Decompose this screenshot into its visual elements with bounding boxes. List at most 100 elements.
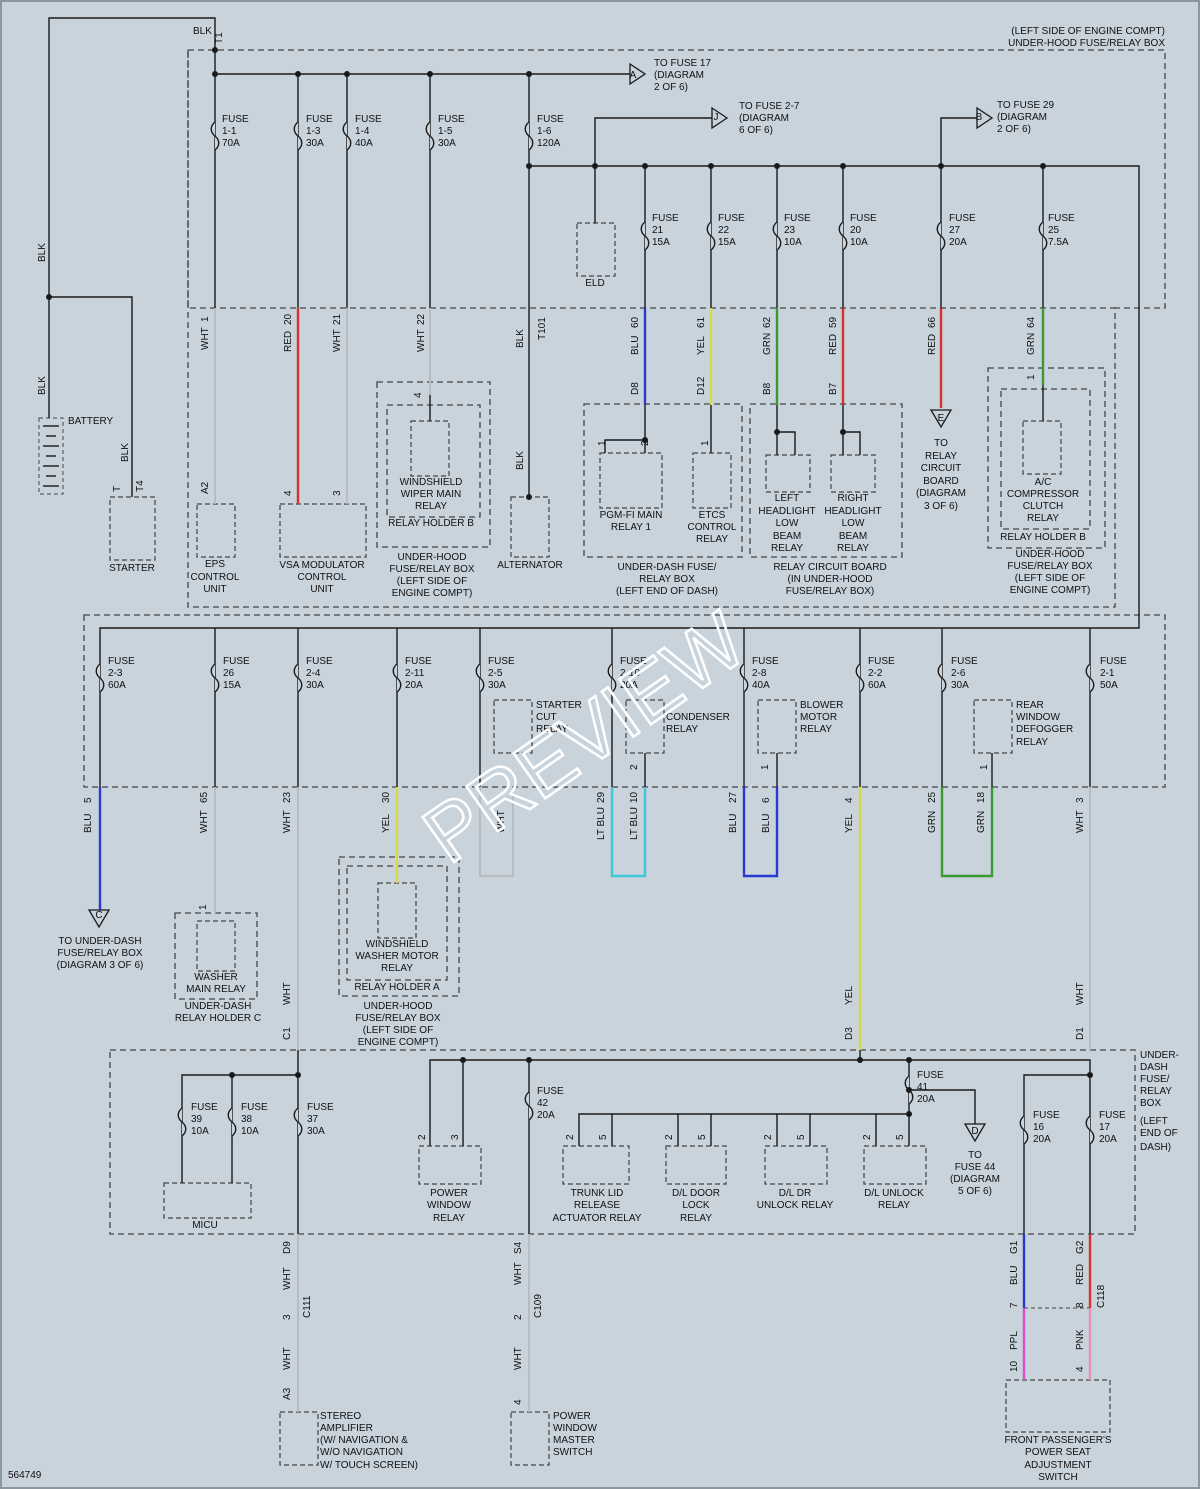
diagram-label: 27: [728, 791, 739, 803]
diagram-label: B: [976, 112, 983, 123]
diagram-label: 20: [850, 225, 862, 236]
diagram-label: FUSE: [241, 1102, 268, 1113]
diagram-label: 25: [1048, 225, 1060, 236]
diagram-label: PPL: [1009, 1331, 1020, 1350]
diagram-label: YEL: [696, 336, 707, 355]
diagram-label: 1: [979, 764, 990, 770]
offpage-connectors: [87, 62, 994, 1143]
diagram-label: WASHER MOTOR: [355, 951, 438, 962]
diagram-label: FUSE: [306, 114, 333, 125]
diagram-label: TO FUSE 29: [997, 100, 1054, 111]
diagram-label: WASHER: [194, 972, 238, 983]
diagram-label: GRN: [927, 811, 938, 833]
diagram-label: 8: [1075, 1302, 1086, 1308]
diagram-label: UNDER-DASH FUSE/: [618, 562, 717, 573]
box-outlines: [83, 49, 1166, 1235]
diagram-label: RELAY 1: [611, 522, 652, 533]
diagram-label: WHT: [513, 1347, 524, 1370]
diagram-label: B8: [762, 382, 773, 395]
diagram-label: 1: [198, 904, 209, 910]
diagram-label: BLU: [761, 814, 772, 833]
diagram-label: RELAY: [771, 543, 803, 554]
diagram-label: FUSE: [951, 656, 978, 667]
diagram-label: RELAY: [878, 1200, 910, 1211]
diagram-label: SWITCH: [1038, 1472, 1077, 1483]
diagram-label: WINDOW: [427, 1200, 471, 1211]
diagram-label: 60: [630, 316, 641, 328]
diagram-label: 22: [718, 225, 730, 236]
diagram-label: CONTROL: [688, 522, 737, 533]
diagram-label: 30A: [488, 680, 506, 691]
diagram-label: 60A: [108, 680, 126, 691]
diagram-label: FUSE: [868, 656, 895, 667]
components: [109, 222, 1111, 1466]
diagram-label: 2 OF 6): [997, 124, 1031, 135]
diagram-label: BLK: [193, 26, 212, 37]
diagram-label: ENGINE COMPT): [358, 1037, 439, 1048]
diagram-label: FUSE/: [1140, 1074, 1170, 1085]
diagram-label: MICU: [192, 1220, 218, 1231]
diagram-label: FUSE: [1033, 1110, 1060, 1121]
diagram-label: LOW: [776, 518, 799, 529]
diagram-label: FUSE/RELAY BOX: [355, 1013, 441, 1024]
diagram-label: T1: [214, 32, 225, 44]
diagram-label: FUSE: [752, 656, 779, 667]
diagram-label: FUSE: [108, 656, 135, 667]
diagram-label: (DIAGRAM: [916, 488, 966, 499]
diagram-label: T101: [537, 317, 548, 340]
diagram-label: D3: [844, 1027, 855, 1040]
diagram-label: (DIAGRAM 3 OF 6): [57, 960, 144, 971]
diagram-label: 23: [282, 791, 293, 803]
junction-dots: [46, 47, 1093, 1117]
diagram-label: 1: [1026, 374, 1037, 380]
diagram-label: A3: [282, 1387, 293, 1400]
diagram-label: FUSE: [949, 213, 976, 224]
diagram-label: VSA MODULATOR: [279, 560, 364, 571]
diagram-label: WIPER MAIN: [401, 489, 462, 500]
diagram-label: C1: [282, 1027, 293, 1040]
diagram-label: UNDER-DASH: [185, 1001, 252, 1012]
diagram-label: BOARD: [923, 476, 959, 487]
diagram-label: BLK: [37, 376, 48, 395]
diagram-label: RELAY: [666, 724, 698, 735]
diagram-label: 6: [761, 797, 772, 803]
diagram-label: FUSE: [620, 656, 647, 667]
diagram-label: 2: [763, 1134, 774, 1140]
diagram-label: FUSE/RELAY BOX: [57, 948, 143, 959]
diagram-label: 20A: [620, 680, 638, 691]
diagram-label: RELAY HOLDER B: [1000, 532, 1086, 543]
diagram-label: 10A: [850, 237, 868, 248]
diagram-label: 30: [381, 791, 392, 803]
diagram-label: BEAM: [773, 531, 801, 542]
diagram-label: BLU: [728, 814, 739, 833]
diagram-label: 2-6: [951, 668, 966, 679]
diagram-label: LOW: [842, 518, 865, 529]
diagram-label: TO: [968, 1150, 982, 1161]
diagram-label: 4: [283, 490, 294, 496]
diagram-label: 1-1: [222, 126, 237, 137]
diagram-label: WHT: [282, 1267, 293, 1290]
diagram-label: FUSE: [537, 1086, 564, 1097]
diagram-label: D9: [282, 1241, 293, 1254]
diagram-label: (LEFT SIDE OF: [397, 576, 467, 587]
diagram-label: B7: [828, 382, 839, 395]
diagram-label: 2: [565, 1134, 576, 1140]
diagram-label: 2-2: [868, 668, 883, 679]
diagram-label: HEADLIGHT: [758, 506, 815, 517]
diagram-label: RELAY: [800, 724, 832, 735]
diagram-label: A: [630, 70, 637, 81]
diagram-label: FUSE: [917, 1070, 944, 1081]
diagram-label: 70A: [222, 138, 240, 149]
diagram-label: ELD: [585, 278, 604, 289]
diagram-label: UNDER-HOOD: [398, 552, 467, 563]
diagram-label: FUSE: [850, 213, 877, 224]
diagram-label: FUSE: [307, 1102, 334, 1113]
diagram-label: 30A: [307, 1126, 325, 1137]
diagram-label: C111: [302, 1295, 313, 1318]
diagram-label: 10A: [784, 237, 802, 248]
diagram-label: J: [714, 112, 719, 123]
diagram-label: 37: [307, 1114, 319, 1125]
diagram-label: 1-5: [438, 126, 453, 137]
diagram-label: 64: [1026, 316, 1037, 328]
